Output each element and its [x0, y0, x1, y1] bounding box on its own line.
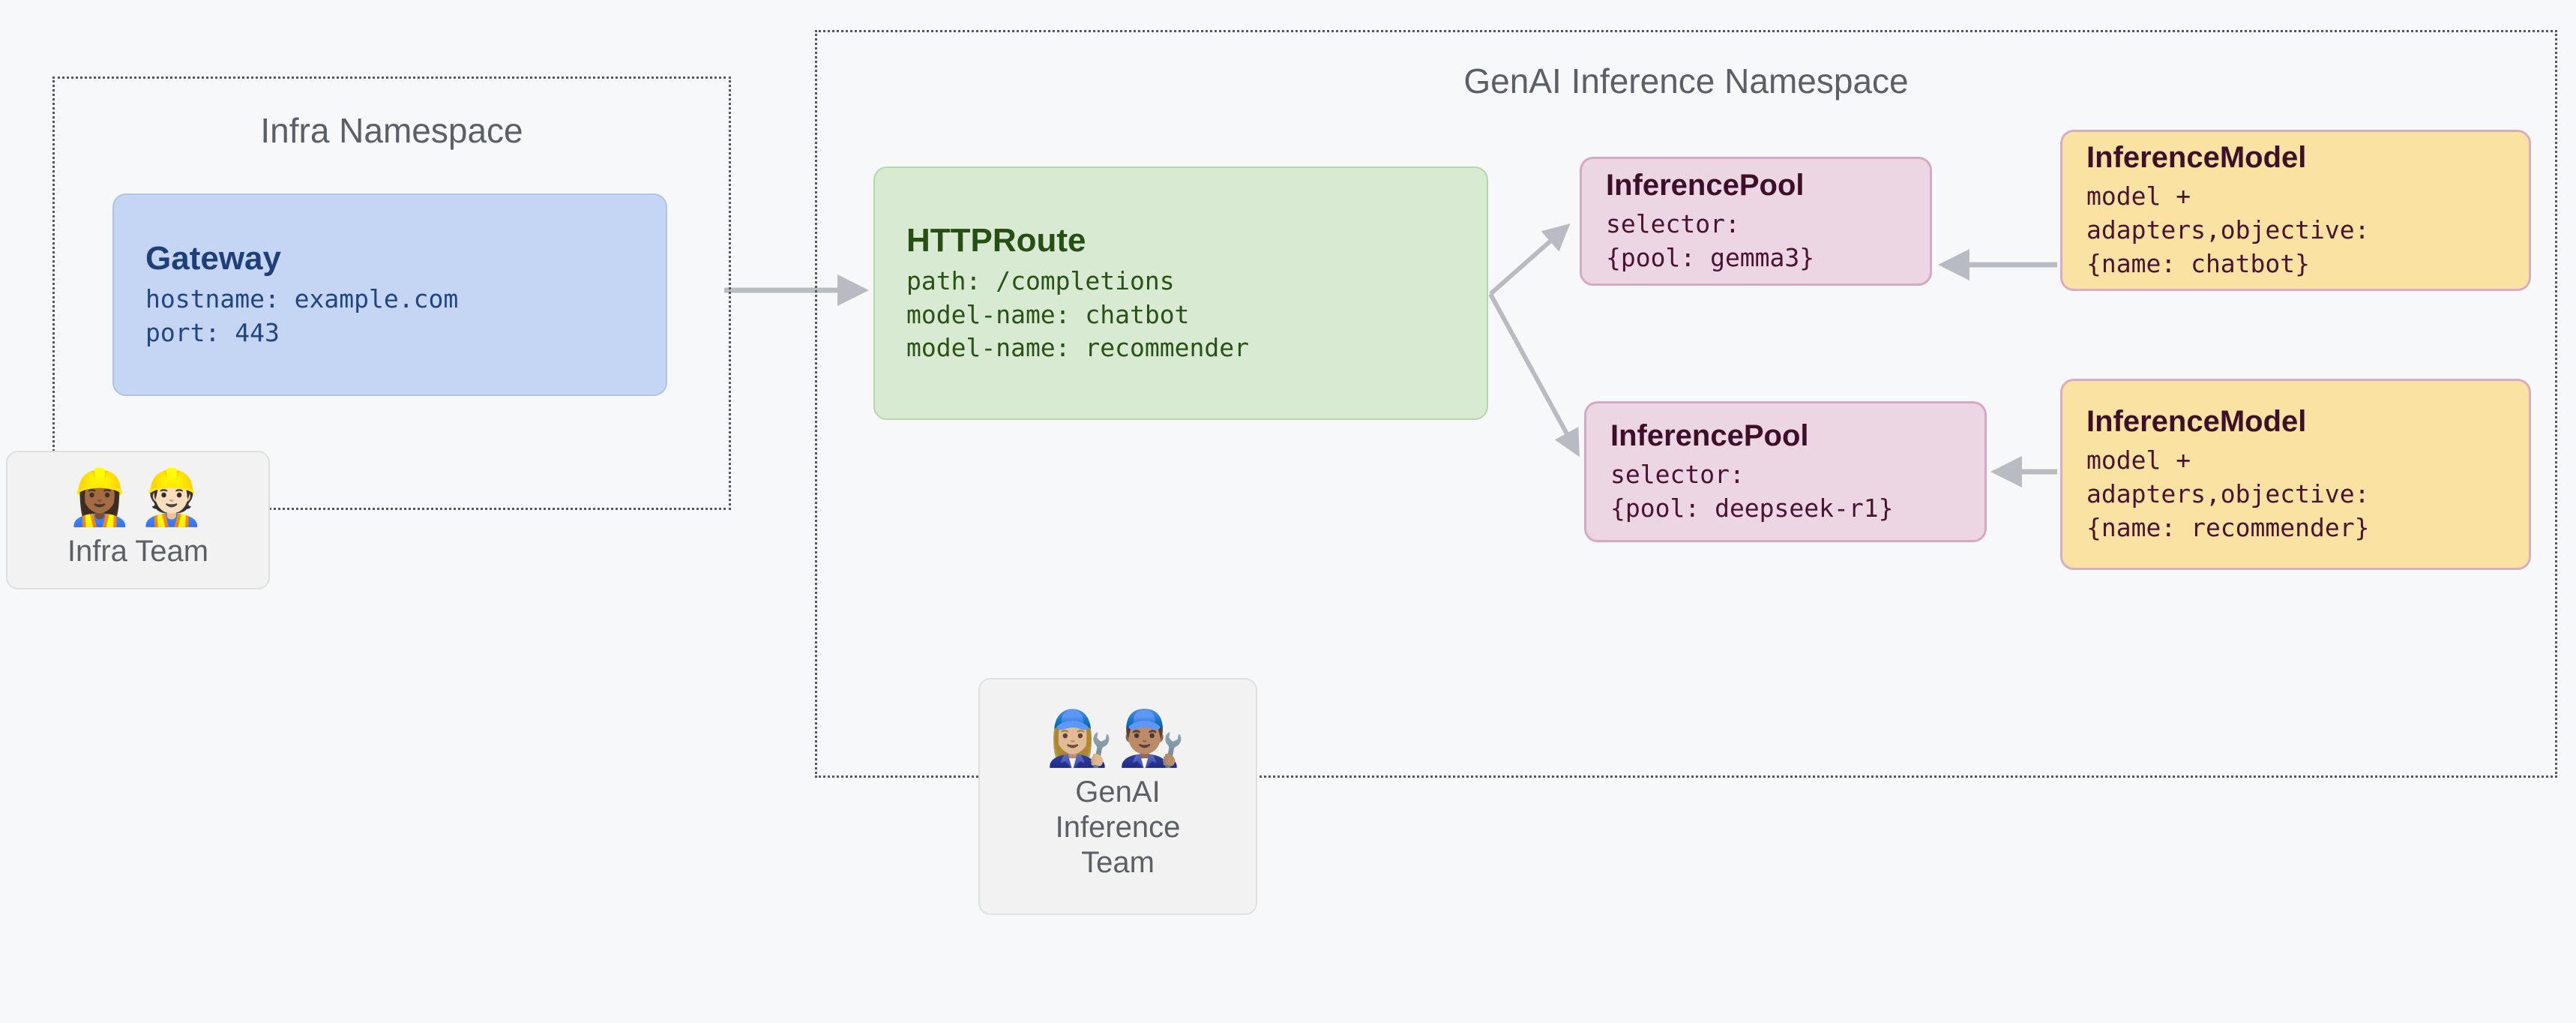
- node-inferencepool-deepseek-r1-field-selector: selector:: [1610, 459, 1745, 489]
- node-inferencemodel-chatbot-field-model: model +: [2086, 181, 2191, 211]
- node-inferencemodel-recommender-field-name: {name: recommender}: [2086, 512, 2370, 542]
- team-badge-genai-inference-label-line-2: Inference: [1055, 811, 1181, 844]
- node-httproute-kind: HTTPRoute: [906, 221, 1086, 259]
- node-httproute[interactable]: HTTPRoute path: /completions model-name:…: [873, 166, 1488, 420]
- mechanic-icons: 👩🏼‍🔧👨🏽‍🔧: [1046, 706, 1190, 770]
- team-badge-infra[interactable]: 👷🏾‍♀️👷🏻 Infra Team: [6, 451, 270, 590]
- node-inferencemodel-chatbot-field-adapters: adapters,objective:: [2086, 214, 2370, 244]
- team-badge-infra-label: Infra Team: [67, 534, 209, 568]
- team-badge-genai-inference[interactable]: 👩🏼‍🔧👨🏽‍🔧 GenAI Inference Team: [978, 678, 1257, 915]
- node-inferencemodel-recommender[interactable]: InferenceModel model + adapters,objectiv…: [2060, 379, 2531, 570]
- node-httproute-field-model-name-recommender: model-name: recommender: [906, 333, 1249, 363]
- team-badge-genai-inference-label-line-1: GenAI: [1075, 776, 1161, 809]
- node-httproute-field-path: path: /completions: [906, 266, 1175, 296]
- node-inferencemodel-chatbot-kind: InferenceModel: [2086, 140, 2307, 174]
- node-inferencemodel-recommender-field-adapters: adapters,objective:: [2086, 478, 2370, 508]
- node-inferencemodel-recommender-kind: InferenceModel: [2086, 404, 2307, 438]
- node-gateway-kind: Gateway: [145, 240, 281, 278]
- node-inferencepool-deepseek-r1-field-selector-value: {pool: deepseek-r1}: [1610, 493, 1894, 523]
- team-badge-genai-inference-label-line-3: Team: [1081, 846, 1155, 880]
- node-inferencemodel-recommender-field-model: model +: [2086, 445, 2191, 475]
- node-gateway-field-port: port: 443: [145, 317, 280, 347]
- node-inferencemodel-chatbot-field-name: {name: chatbot}: [2086, 248, 2311, 278]
- namespace-infra-title: Infra Namespace: [260, 111, 523, 150]
- node-httproute-field-model-name-chatbot: model-name: chatbot: [906, 299, 1190, 329]
- node-inferencemodel-chatbot[interactable]: InferenceModel model + adapters,objectiv…: [2060, 130, 2531, 291]
- construction-worker-icons: 👷🏾‍♀️👷🏻: [66, 466, 210, 530]
- node-inferencepool-gemma3-field-selector-value: {pool: gemma3}: [1606, 242, 1815, 272]
- node-inferencepool-gemma3-field-selector: selector:: [1606, 208, 1740, 238]
- node-inferencepool-gemma3[interactable]: InferencePool selector: {pool: gemma3}: [1580, 157, 1932, 286]
- node-gateway[interactable]: Gateway hostname: example.com port: 443: [112, 194, 667, 396]
- node-inferencepool-deepseek-r1[interactable]: InferencePool selector: {pool: deepseek-…: [1584, 401, 1987, 542]
- namespace-genai-inference-title: GenAI Inference Namespace: [1463, 62, 1909, 100]
- namespace-genai-inference: GenAI Inference Namespace: [815, 30, 2557, 778]
- node-gateway-field-hostname: hostname: example.com: [145, 284, 459, 314]
- node-inferencepool-gemma3-kind: InferencePool: [1606, 168, 1805, 202]
- node-inferencepool-deepseek-r1-kind: InferencePool: [1610, 418, 1809, 452]
- namespace-infra: Infra Namespace: [52, 76, 731, 510]
